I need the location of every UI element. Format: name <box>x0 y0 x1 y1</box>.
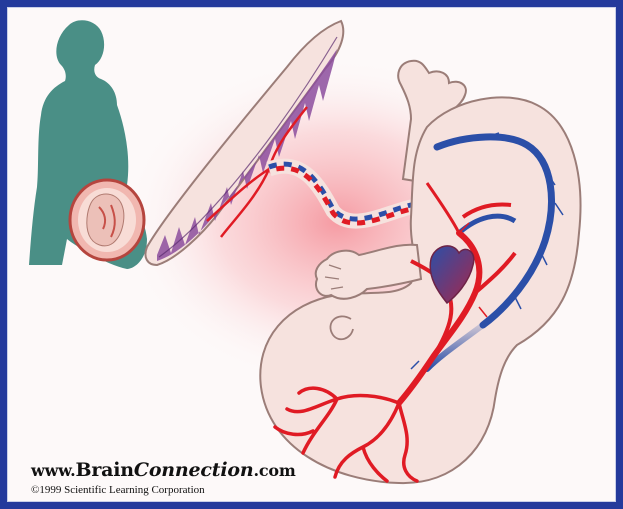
fetal-circulation-illustration <box>7 7 616 502</box>
credit-suffix: .com <box>253 461 295 480</box>
credit-connection: Connection <box>134 459 254 481</box>
credit-brain: Brain <box>75 459 133 481</box>
copyright-text: ©1999 Scientific Learning Corporation <box>31 484 205 496</box>
pregnant-woman-silhouette-icon <box>29 20 147 269</box>
credit-prefix: www. <box>31 461 75 480</box>
website-credit: www.BrainConnection.com <box>31 459 296 481</box>
